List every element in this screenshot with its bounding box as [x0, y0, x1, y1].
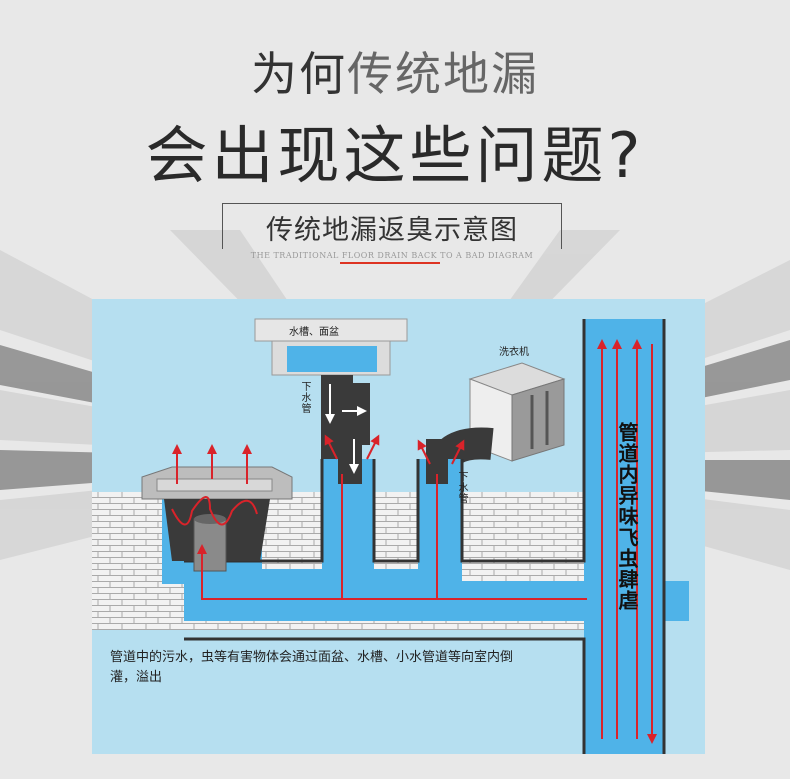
title-line-1-a: 为何	[251, 47, 347, 101]
diagram-panel: 水槽、面盆 洗衣机 下水管 下水管	[92, 299, 705, 754]
title-line-1-b: 传统地漏	[347, 47, 539, 101]
drain-diagram	[92, 318, 689, 754]
title-line-1: 为何传统地漏	[0, 38, 790, 104]
subtitle-red-underline	[340, 262, 440, 264]
sink-label: 水槽、面盆	[289, 327, 339, 338]
title-line-2: 会出现这些问题?	[145, 119, 645, 192]
main-pipe-label: 管道内异味飞虫肆虐	[615, 422, 639, 611]
subtitle: 传统地漏返臭示意图	[266, 215, 518, 246]
sink-icon	[254, 318, 408, 376]
washer-label: 洗衣机	[499, 347, 529, 358]
diagram-caption: 管道中的污水，虫等有害物体会通过面盆、水槽、小水管道等向室内倒灌，溢出	[110, 650, 514, 685]
subtitle-frame	[222, 203, 562, 249]
subtitle-english: THE TRADITIONAL FLOOR DRAIN BACK TO A BA…	[250, 251, 534, 260]
washing-machine-icon	[468, 362, 566, 462]
drain-pipe-label-1: 下水管	[299, 381, 310, 414]
drain-pipe-label-2: 下水管	[456, 471, 467, 504]
